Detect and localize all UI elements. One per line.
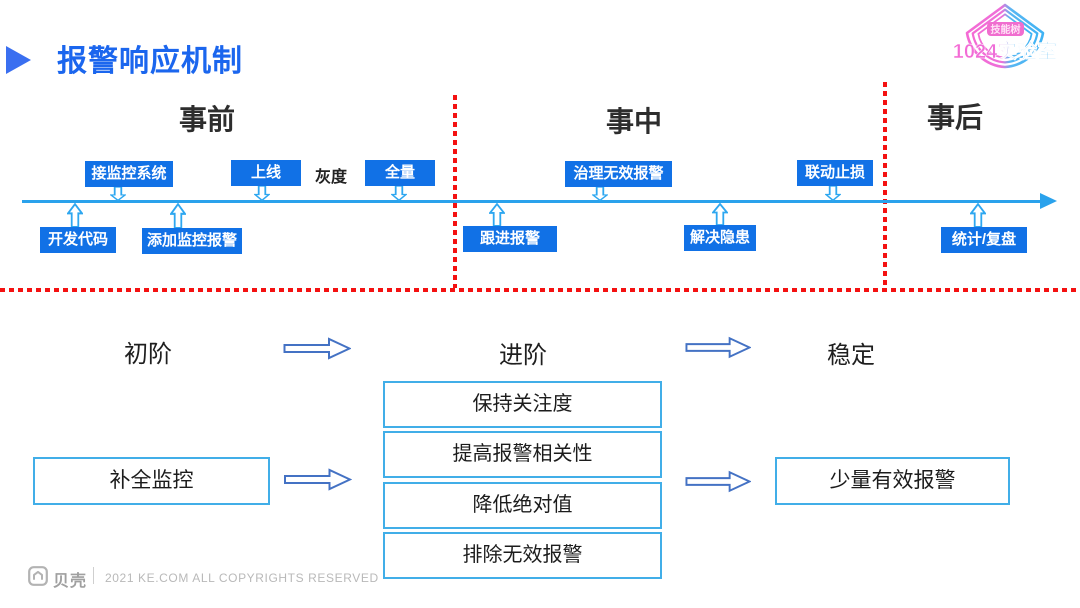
down-arrow-icon <box>391 186 407 201</box>
stack-item-lower-absolute: 降低绝对值 <box>383 482 662 529</box>
lab-logo: 技能树 1024实验室 <box>953 3 1058 69</box>
flow-middle-stack: 保持关注度 提高报警相关性 降低绝对值 排除无效报警 <box>383 381 662 579</box>
up-arrow-icon <box>712 203 728 225</box>
up-arrow-icon <box>67 203 83 227</box>
down-arrow-icon <box>254 186 270 201</box>
beike-logo-icon <box>28 566 48 586</box>
up-arrow-icon <box>489 203 505 226</box>
footer-copyright: 2021 KE.COM ALL COPYRIGHTS RESERVED <box>105 571 379 585</box>
up-arrow-icon <box>170 203 186 228</box>
timeline-box-add-monitor-alarm: 添加监控报警 <box>142 228 242 254</box>
lab-logo-house-icon <box>965 3 1045 69</box>
timeline-box-go-live: 上线 <box>231 160 301 186</box>
phase-before: 事前 <box>178 104 235 135</box>
down-arrow-icon <box>110 187 126 201</box>
lab-logo-name: 1024实验室 <box>953 39 1058 63</box>
timeline-box-follow-up-alarm: 跟进报警 <box>463 226 557 252</box>
stage-stable: 稳定 <box>827 342 875 369</box>
right-arrow-icon <box>685 470 751 493</box>
timeline-box-develop-code: 开发代码 <box>40 227 116 253</box>
stage-initial: 初阶 <box>124 341 172 368</box>
right-arrow-icon <box>283 337 351 360</box>
timeline-axis <box>22 200 1044 203</box>
gray-release-label: 灰度 <box>315 169 348 186</box>
separator-vertical-1 <box>453 95 457 288</box>
timeline-box-manage-invalid-alarms: 治理无效报警 <box>565 161 672 187</box>
timeline-box-full-volume: 全量 <box>365 160 435 186</box>
stack-item-improve-relevance: 提高报警相关性 <box>383 431 662 478</box>
right-arrow-icon <box>685 336 751 359</box>
lab-logo-badge <box>987 22 1024 36</box>
up-arrow-icon <box>970 203 986 227</box>
footer-divider <box>93 567 94 584</box>
down-arrow-icon <box>592 187 608 201</box>
phase-during: 事中 <box>605 106 662 137</box>
footer-brand: 贝壳 <box>53 573 88 590</box>
timeline-box-linked-stop-loss: 联动止损 <box>797 160 873 186</box>
lab-logo-badge-text: 技能树 <box>991 23 1021 36</box>
title-triangle-icon <box>6 46 31 74</box>
flow-box-few-valid-alarms: 少量有效报警 <box>775 457 1010 505</box>
stack-item-keep-attention: 保持关注度 <box>383 381 662 428</box>
timeline-arrowhead-icon <box>1040 193 1057 209</box>
down-arrow-icon <box>825 186 841 201</box>
flow-box-complete-monitoring: 补全监控 <box>33 457 270 505</box>
timeline-box-stats-review: 统计/复盘 <box>941 227 1027 253</box>
timeline-box-connect-monitoring: 接监控系统 <box>85 161 173 187</box>
separator-horizontal <box>0 288 1080 292</box>
right-arrow-icon <box>284 468 352 491</box>
timeline-box-resolve-hazard: 解决隐患 <box>684 225 756 251</box>
phase-after: 事后 <box>926 102 983 133</box>
separator-vertical-2 <box>883 82 887 288</box>
page-title: 报警响应机制 <box>57 45 243 78</box>
stack-item-exclude-invalid: 排除无效报警 <box>383 532 662 579</box>
stage-advanced: 进阶 <box>499 342 547 369</box>
